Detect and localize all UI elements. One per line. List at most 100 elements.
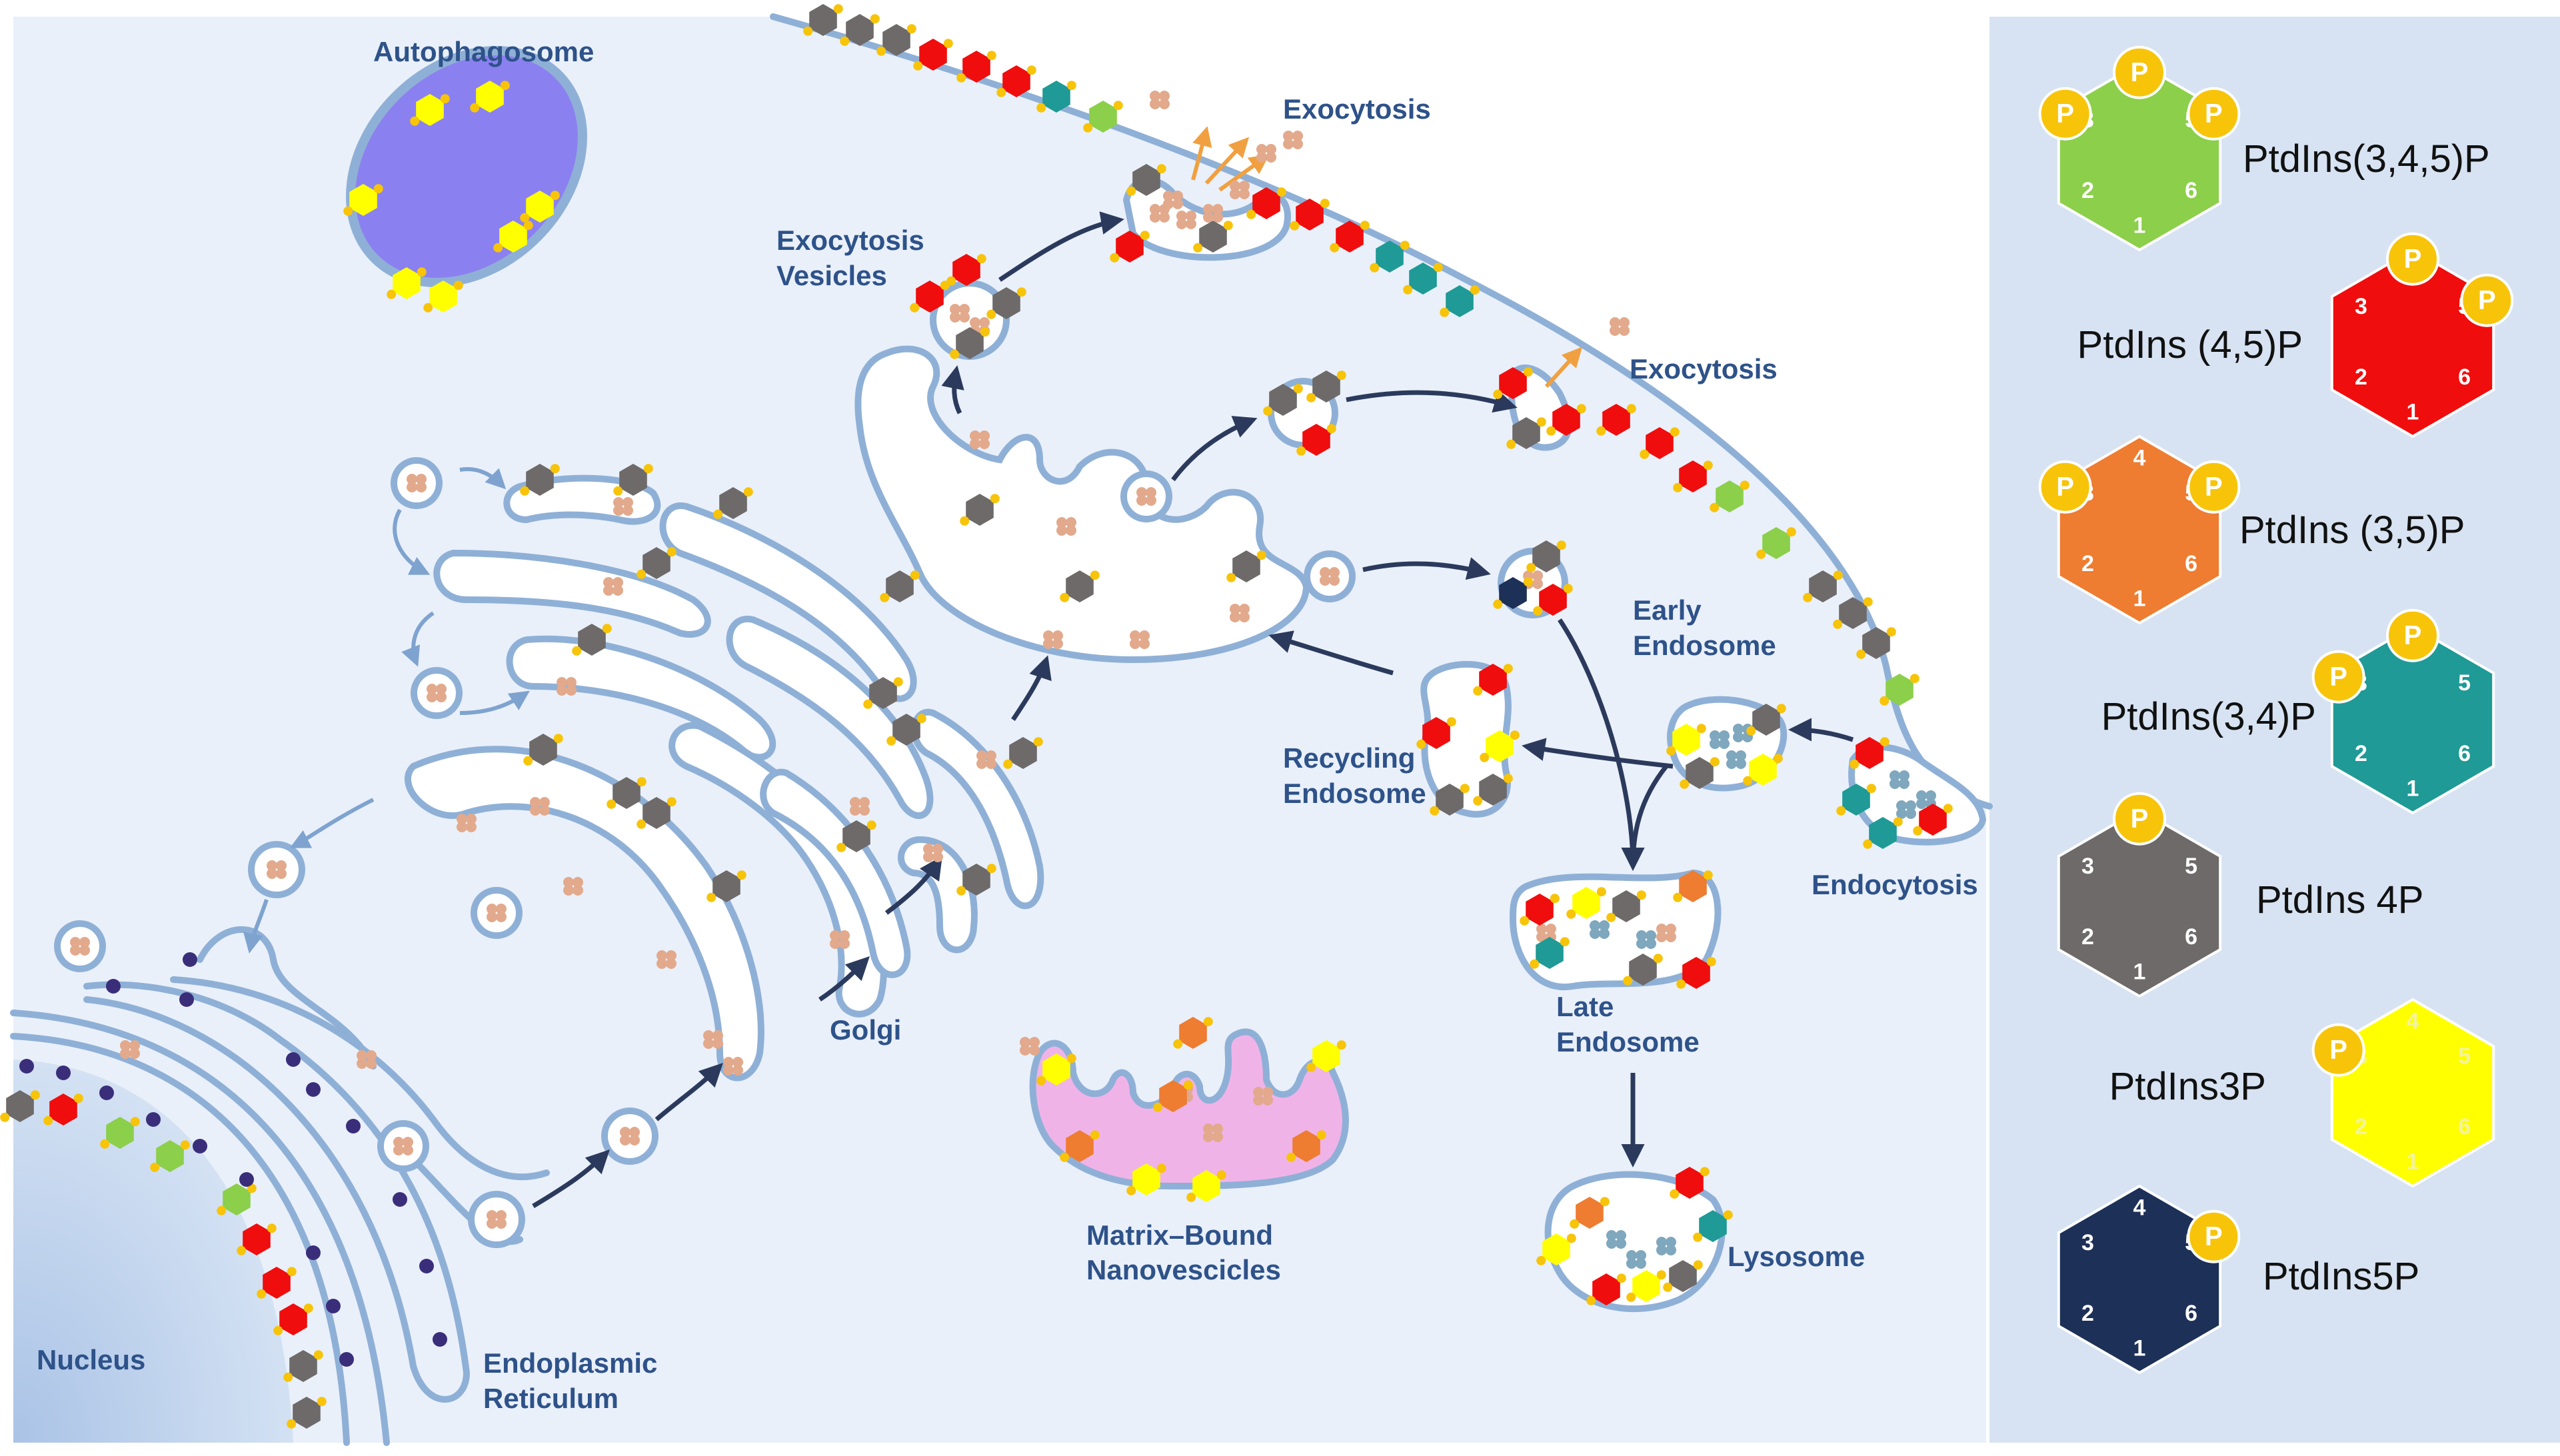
cargo-particle	[120, 1040, 140, 1059]
lipid-marker	[1060, 1130, 1100, 1162]
legend-hexagon	[2057, 808, 2222, 998]
lipid-marker	[1473, 774, 1513, 806]
label-exocytosis-vesicles-2: Vesicles	[776, 260, 887, 291]
lipid-marker	[960, 494, 1000, 526]
cargo-particle	[1043, 630, 1063, 649]
lipid-marker	[1526, 540, 1566, 572]
matrix-bound-nanovesicle	[1029, 1028, 1349, 1190]
lipid-marker	[1440, 285, 1480, 317]
lipid-marker	[1803, 570, 1843, 602]
lipid-marker	[1880, 674, 1920, 706]
legend-label: PtdIns(3,4)P	[2101, 695, 2316, 738]
lipid-marker	[1403, 263, 1443, 295]
label-late-endosome: Late	[1556, 991, 1614, 1022]
cargo-particle	[950, 304, 970, 323]
lipid-marker	[1286, 1130, 1326, 1162]
lipid-marker	[706, 870, 746, 902]
label-exocytosis-top: Exocytosis	[1283, 93, 1431, 125]
plasma-membrane	[773, 17, 1989, 806]
ring-position-number: 3	[2355, 294, 2367, 319]
cargo-particle	[1320, 567, 1340, 586]
lipid-marker	[1536, 1233, 1576, 1265]
lipid-marker	[520, 464, 560, 496]
lipid-marker	[910, 281, 950, 313]
ring-position-number: 1	[2407, 400, 2419, 425]
lipid-marker	[150, 1140, 190, 1172]
cargo-particle	[703, 1030, 723, 1049]
endocytosed-cargo	[1590, 920, 1610, 939]
phosphate-icon	[2187, 87, 2241, 141]
lipid-marker	[1566, 887, 1606, 919]
ribosome	[193, 1139, 207, 1153]
cargo-particle	[1230, 181, 1250, 199]
ring-position-number: 3	[2081, 1230, 2094, 1255]
phosphate-symbol: P	[2205, 1221, 2223, 1251]
lipid-marker	[0, 1090, 40, 1122]
ribosome	[56, 1066, 71, 1080]
endocytosed-cargo	[1896, 800, 1916, 819]
lipid-marker	[1186, 1170, 1226, 1202]
cargo-particle	[70, 937, 90, 956]
label-matrix-bound-nanovesicles-2: Nanovescicles	[1086, 1254, 1281, 1285]
ring-position-number: 1	[2407, 1149, 2419, 1175]
lipid-marker	[613, 464, 653, 496]
label-lysosome: Lysosome	[1728, 1241, 1865, 1272]
legend-item: 123456PPPtdIns (3,5)P	[2038, 434, 2465, 625]
ribosome	[239, 1172, 254, 1187]
ribosome	[393, 1192, 407, 1207]
ring-position-number: 6	[2458, 364, 2471, 390]
exocytosis-release-arrows	[1191, 126, 1583, 388]
cargo-particle	[850, 797, 870, 816]
phosphate-symbol: P	[2205, 99, 2223, 128]
cargo-particle	[357, 1050, 377, 1069]
lipid-marker	[523, 734, 563, 766]
lipid-marker	[1473, 664, 1513, 696]
er-ribosomes	[19, 952, 447, 1367]
lipid-marker	[1290, 199, 1330, 231]
cargo-particle	[563, 877, 583, 896]
lipid-marker	[572, 624, 612, 656]
lipid-marker	[1623, 954, 1663, 986]
label-nucleus: Nucleus	[37, 1344, 145, 1375]
lipid-marker	[607, 777, 646, 809]
cargo-particle	[530, 797, 550, 816]
ring-position-number: 5	[2458, 670, 2471, 696]
phosphate-symbol: P	[2329, 662, 2347, 691]
cargo-particle	[487, 1210, 507, 1229]
legend-label: PtdIns 4P	[2256, 878, 2423, 922]
trans-golgi-network	[854, 345, 1310, 664]
lipid-marker	[1330, 221, 1370, 253]
lipid-marker	[257, 1267, 297, 1299]
lipid-marker	[1416, 717, 1456, 749]
lipid-marker	[1746, 704, 1786, 736]
phosphate-symbol: P	[2404, 620, 2422, 650]
ribosome	[179, 992, 194, 1007]
lipid-marker	[713, 487, 753, 519]
ring-position-number: 5	[2458, 1044, 2471, 1069]
ribosome	[306, 1245, 321, 1260]
lipid-marker	[1673, 870, 1713, 902]
lipid-marker	[1596, 404, 1636, 436]
ring-position-number: 4	[2133, 445, 2146, 470]
endocytosed-cargo	[1626, 1250, 1646, 1269]
lipid-marker	[1913, 804, 1953, 836]
cargo-particle	[620, 1127, 640, 1145]
lipid-marker	[1506, 417, 1546, 449]
legend-item: 123456PPPPtdIns(3,4,5)P	[2038, 45, 2490, 252]
cargo-particles	[70, 91, 1936, 1269]
phosphate-icon	[2038, 460, 2092, 514]
lipid-marker	[1003, 737, 1043, 769]
ring-position-number: 1	[2133, 586, 2146, 612]
lipid-marker	[1296, 424, 1336, 456]
cargo-particle	[393, 1137, 413, 1155]
label-endoplasmic-reticulum: Endoplasmic	[483, 1347, 657, 1379]
phosphate-icon	[2386, 232, 2439, 286]
cargo-particle	[970, 430, 990, 449]
endocytosed-cargo	[1636, 930, 1656, 949]
cargo-particle	[1020, 1037, 1040, 1056]
lipid-marker	[520, 191, 560, 223]
lipid-marker	[1126, 1163, 1166, 1195]
phosphate-icon	[2311, 650, 2365, 704]
ribosome	[339, 1352, 354, 1367]
cargo-particle	[1230, 604, 1250, 622]
